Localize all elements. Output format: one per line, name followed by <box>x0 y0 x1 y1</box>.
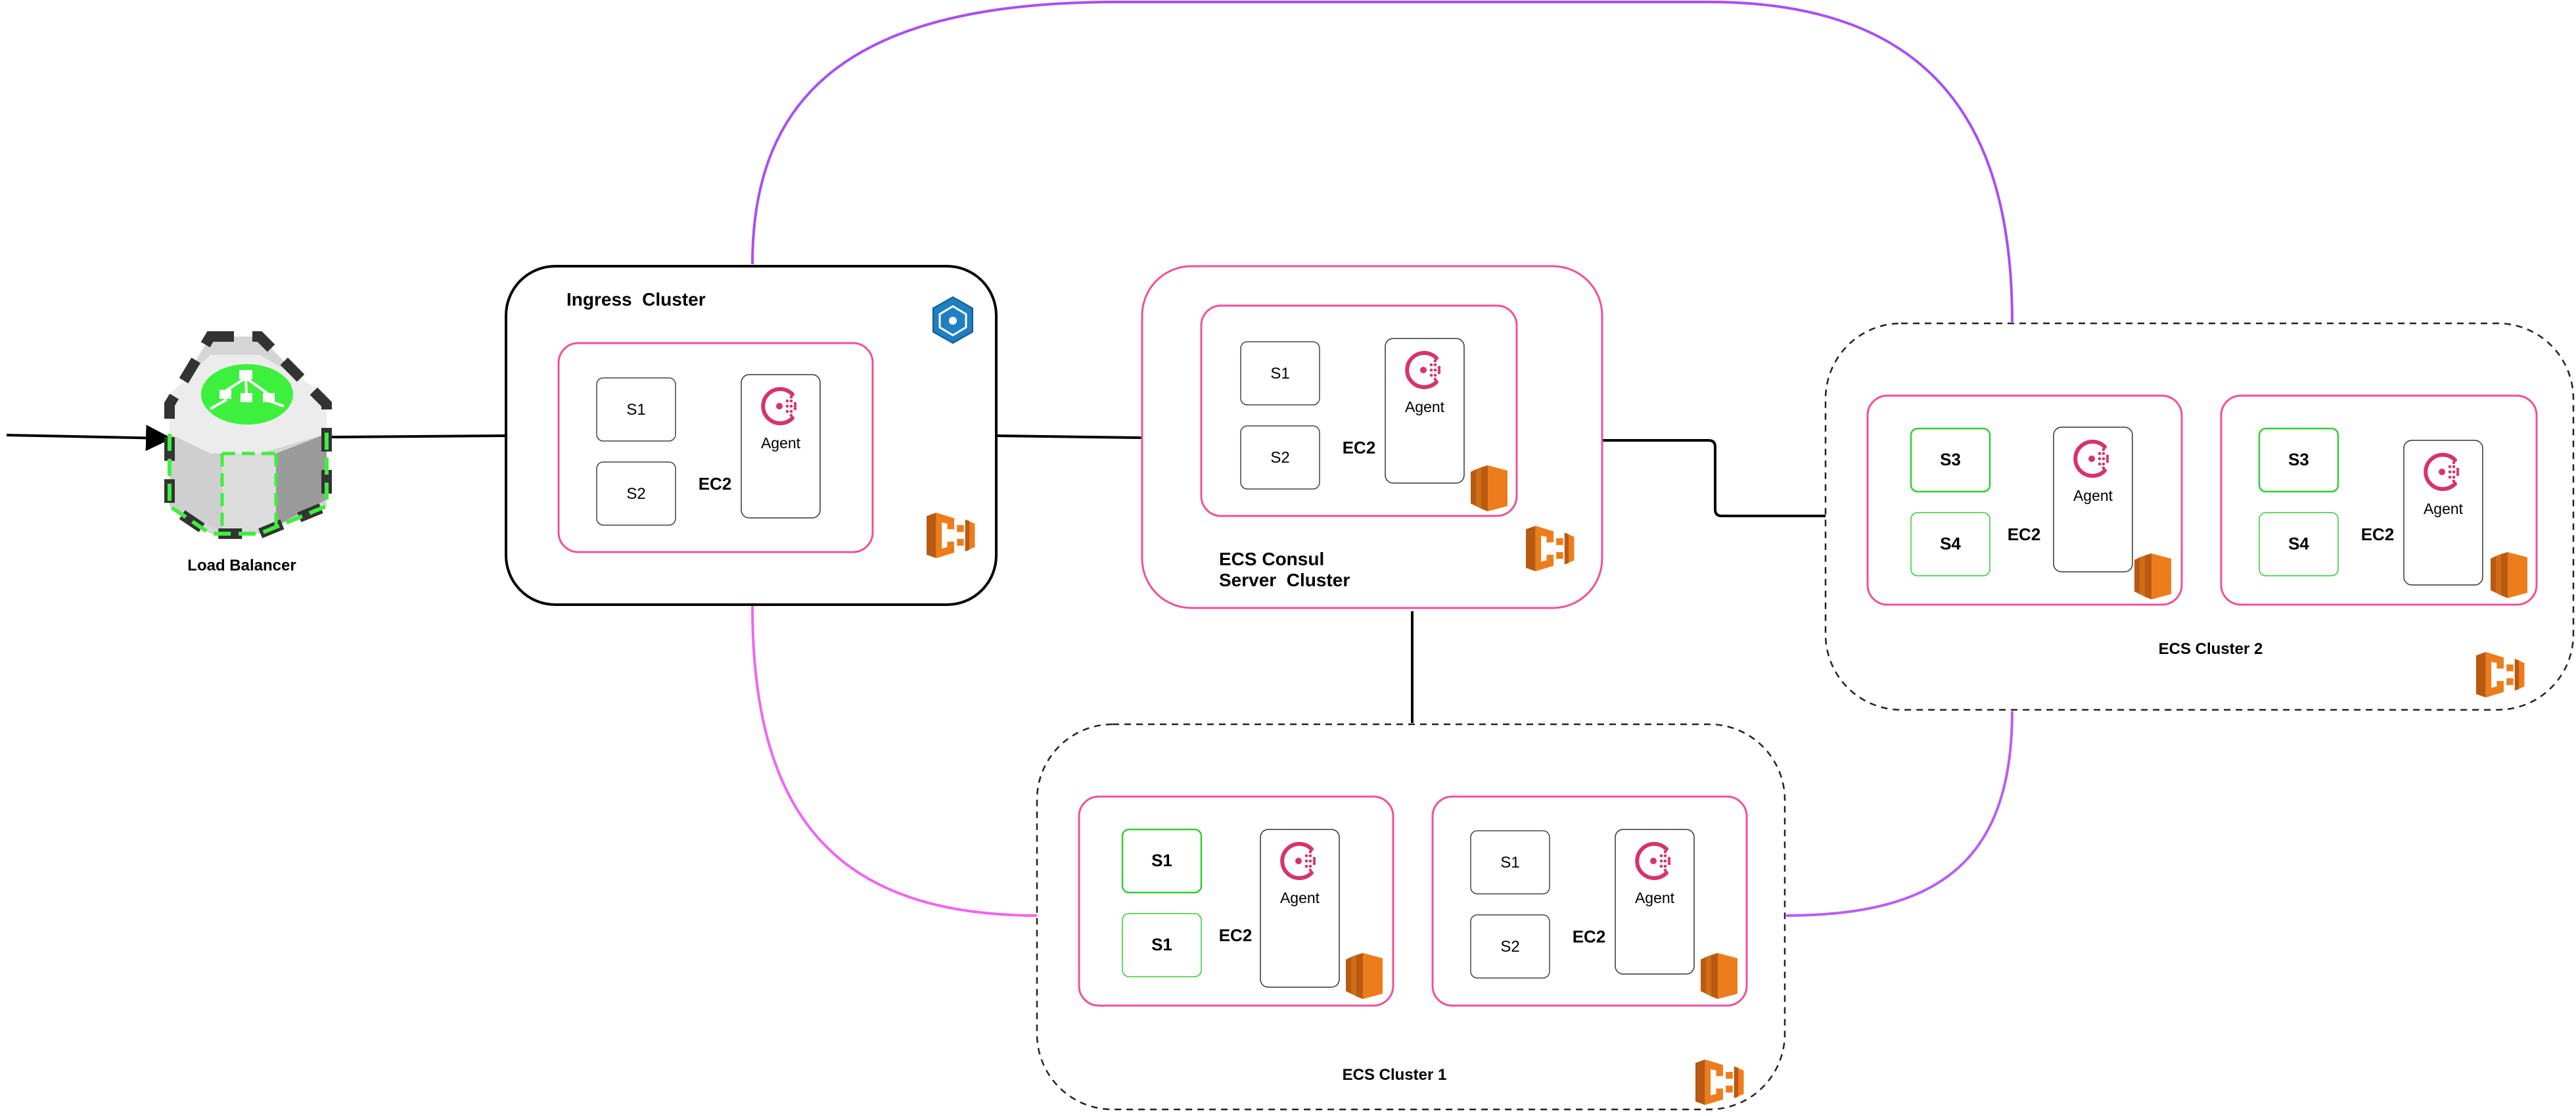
consul-server-cluster-title-line2: Server Cluster <box>1219 570 1350 590</box>
consul-server-cluster-aws-icon <box>1526 526 1575 572</box>
ecs1-instance-1-ec2-aws-icon <box>1346 953 1383 999</box>
ingress-service-label-1: S2 <box>626 485 645 503</box>
ecs2-instance-1-ec2-label: EC2 <box>2008 524 2041 544</box>
ecs1-instance-2-ec2-label: EC2 <box>1573 927 1606 946</box>
lb-to-ingress-link <box>328 434 505 438</box>
ecs2-instance-1-consul-icon <box>2073 440 2109 478</box>
consul-server-ec2-label: EC2 <box>1343 438 1376 457</box>
ecs2-instance-1-service-label-1: S4 <box>1940 534 1961 553</box>
ecs1-instance-2-ec2-aws-icon <box>1701 953 1737 999</box>
ecs2-instance-2-agent-label: Agent <box>2424 500 2464 517</box>
ecs2-instance-2-ec2-label: EC2 <box>2361 524 2395 544</box>
ecs2-instance-1-service-box-0[interactable] <box>1910 427 1991 493</box>
ecs1-instance-1-agent-label: Agent <box>1280 889 1320 906</box>
ecs2-instance-2-service-box-0[interactable] <box>2258 427 2339 493</box>
ingress-cluster-aws-icon <box>927 513 975 559</box>
ecs2-instance-2-service-label-0: S3 <box>2288 450 2309 469</box>
ingress-controller-icon <box>932 296 973 344</box>
consul-server-service-label-1: S2 <box>1270 449 1289 467</box>
ecs-cluster-2-title: ECS Cluster 2 <box>2159 640 2263 658</box>
ecs2-instance-2-service-box-1[interactable] <box>2259 512 2339 576</box>
consul-server-service-box-0[interactable] <box>1240 341 1320 406</box>
ingress-agent-box[interactable] <box>741 374 821 519</box>
consul-server-agent-label: Agent <box>1405 398 1445 415</box>
ecs2-instance-2-ec2-aws-icon <box>2491 552 2527 598</box>
ecs1-instance-1-service-label-1: S1 <box>1151 935 1172 954</box>
ecs2-instance-1-agent-box[interactable] <box>2053 427 2133 572</box>
ecs-cluster-1-title: ECS Cluster 1 <box>1343 1066 1447 1084</box>
consul-server-service-label-0: S1 <box>1270 365 1289 383</box>
ecs1-instance-2-consul-icon <box>1635 842 1671 880</box>
ecs-cluster-1-aws-icon <box>1695 1059 1744 1105</box>
consul-to-cluster2-link <box>1601 439 1826 517</box>
ecs1-instance-2-service-label-1: S2 <box>1500 938 1519 956</box>
ecs1-instance-2-service-label-0: S1 <box>1500 854 1519 872</box>
ecs1-instance-1-service-box-0[interactable] <box>1121 828 1203 894</box>
ecs2-instance-1-ec2-aws-icon <box>2134 553 2171 599</box>
load-balancer-label: Load Balancer <box>187 557 296 574</box>
ingress-service-box-0[interactable] <box>596 377 676 442</box>
mesh-link-cluster1-to-cluster2 <box>1785 710 2013 917</box>
ecs1-instance-1-agent-box[interactable] <box>1260 829 1340 988</box>
ecs1-instance-1-service-box-1[interactable] <box>1122 913 1202 977</box>
incoming-traffic-arrow <box>6 425 172 452</box>
ingress-service-label-0: S1 <box>626 401 645 419</box>
ecs1-instance-2-agent-label: Agent <box>1635 889 1675 906</box>
ecs2-instance-1-service-box-1[interactable] <box>1910 512 1990 576</box>
ecs2-instance-1-service-label-0: S3 <box>1940 450 1961 469</box>
consul-server-agent-box[interactable] <box>1385 338 1465 484</box>
ecs1-instance-2-agent-box[interactable] <box>1615 829 1695 975</box>
ecs2-instance-2-agent-box[interactable] <box>2403 440 2483 586</box>
ingress-cluster-title: Ingress Cluster <box>566 289 706 310</box>
ingress-ec2-label: EC2 <box>699 474 732 494</box>
consul-server-ec2-aws-icon <box>1471 465 1507 511</box>
mesh-link-ingress-to-cluster1 <box>751 605 1039 917</box>
ecs1-instance-1-consul-icon <box>1280 842 1316 880</box>
ecs1-instance-2-service-box-1[interactable] <box>1470 914 1550 979</box>
ecs-cluster-2-aws-icon <box>2476 652 2525 698</box>
ecs2-instance-2-service-label-1: S4 <box>2288 534 2309 553</box>
ecs1-instance-1-ec2-label: EC2 <box>1219 925 1253 945</box>
ecs1-instance-2-service-box-0[interactable] <box>1470 830 1550 895</box>
ecs1-instance-1-service-label-0: S1 <box>1151 850 1172 870</box>
load-balancer-icon[interactable] <box>164 331 332 539</box>
ecs2-instance-1-agent-label: Agent <box>2073 487 2113 504</box>
consul-server-cluster-title-line1: ECS Consul <box>1219 549 1324 569</box>
mesh-link-ingress-to-cluster2-top <box>751 0 2013 323</box>
ingress-service-box-1[interactable] <box>596 461 676 526</box>
consul-server-consul-icon <box>1405 351 1441 389</box>
ingress-agent-label: Agent <box>761 434 801 452</box>
ecs2-instance-2-consul-icon <box>2424 453 2460 491</box>
ingress-consul-icon <box>761 387 797 425</box>
consul-server-service-box-1[interactable] <box>1240 425 1320 490</box>
ingress-to-consul-link <box>997 434 1143 439</box>
